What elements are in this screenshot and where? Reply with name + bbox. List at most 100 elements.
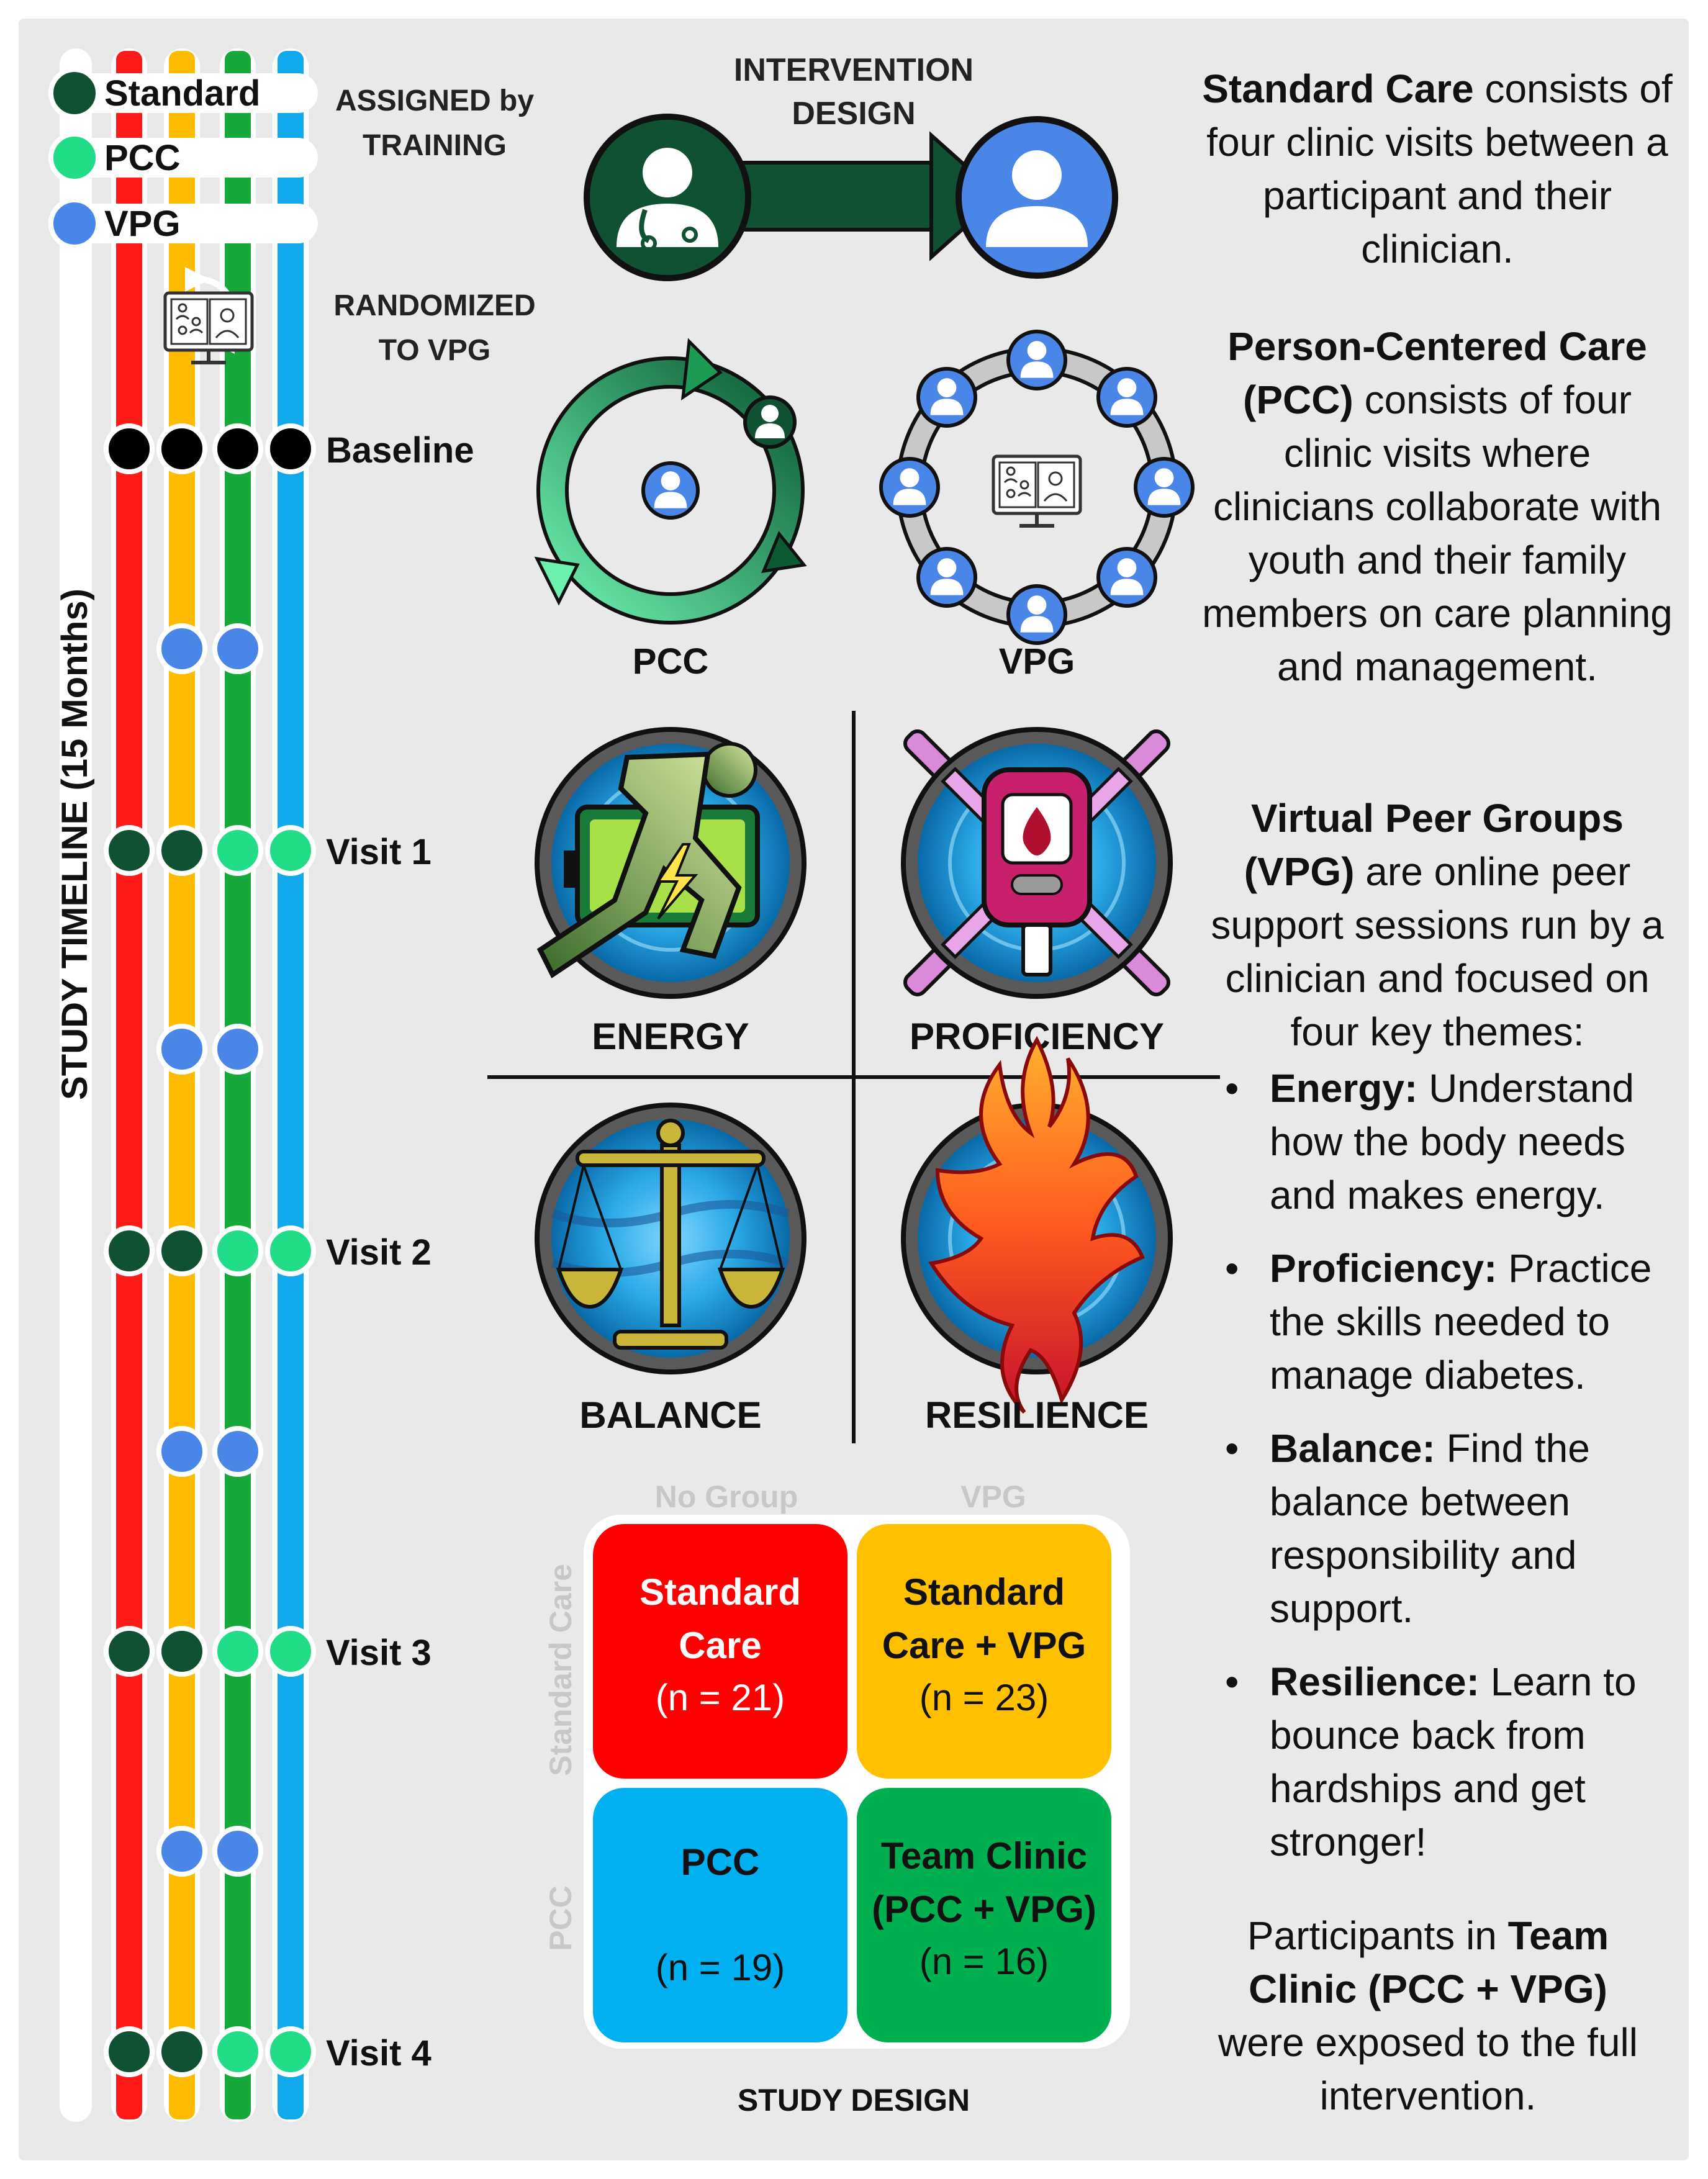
vpg-peer-icon	[1096, 367, 1157, 428]
legend-pill-pcc	[51, 138, 318, 178]
vpg-peer-icon	[916, 367, 977, 428]
timeline-dots	[104, 423, 316, 2077]
pcc-clinician-icon	[743, 395, 797, 449]
vpg-peer-icon	[916, 547, 977, 608]
desc-closing-post: were exposed to the full intervention.	[1218, 2020, 1638, 2118]
grid-row-label-standard-care: Standard Care	[543, 1564, 578, 1776]
desc-vpg: Virtual Peer Groups (VPG) are online pee…	[1198, 792, 1676, 1058]
theme-label-resilience: RESILIENCE	[925, 1394, 1149, 1436]
visit-dot-standard	[104, 2026, 155, 2077]
timeline-axis-bar	[60, 48, 92, 2122]
baseline-dot	[104, 423, 155, 474]
vpg-ring-diagram	[879, 330, 1195, 645]
vpg-session-dot	[156, 1426, 207, 1477]
vpg-session-dot	[156, 1826, 207, 1877]
visit-dot-pcc	[265, 2026, 316, 2077]
grid-cell-name: Team Clinic(PCC + VPG)	[872, 1835, 1096, 1930]
desc-closing: Participants in Team Clinic (PCC + VPG) …	[1211, 1909, 1645, 2123]
visit-dot-pcc	[265, 825, 316, 876]
bullet-resilience-text: Learn to bounce back from hardships and …	[1270, 1659, 1637, 1864]
bullet-resilience-bold: Resilience:	[1270, 1659, 1480, 1704]
grid-cell-n: (n = 23)	[920, 1677, 1049, 1718]
bullet-proficiency-bold: Proficiency:	[1270, 1246, 1498, 1291]
bullet-energy: •Energy: Understand how the body needs a…	[1214, 1062, 1686, 1222]
grid-cell-team-clinic: Team Clinic(PCC + VPG) (n = 16)	[857, 1788, 1111, 2042]
desc-standard-care: Standard Care consists of four clinic vi…	[1198, 62, 1676, 276]
bullet-dot: •	[1225, 1659, 1239, 1704]
vpg-peer-icon	[1006, 584, 1067, 645]
grid-cell-n: (n = 21)	[656, 1677, 785, 1718]
grid-cell-n: (n = 16)	[920, 1941, 1049, 1982]
legend-dot-vpg	[48, 197, 101, 250]
baseline-dot	[156, 423, 207, 474]
vpg-session-dot	[156, 623, 207, 674]
visit-dot-standard	[156, 2026, 207, 2077]
legend-label-pcc: PCC	[104, 138, 180, 178]
visit-dot-standard	[104, 825, 155, 876]
vpg-peer-icon	[879, 457, 940, 518]
desc-vpg-text: are online peer support sessions run by …	[1211, 849, 1664, 1054]
timeline-axis-label: STUDY TIMELINE (15 Months)	[55, 589, 95, 1100]
grid-col-label-no-group: No Group	[655, 1479, 798, 1514]
legend-pill-standard	[51, 73, 318, 113]
timeline-track-2	[169, 51, 195, 2119]
milestone-label: Visit 1	[326, 832, 432, 872]
bullet-dot: •	[1225, 1426, 1239, 1471]
proficiency-badge-icon	[901, 727, 1173, 999]
bullet-proficiency: • Proficiency: Practice the skills needed…	[1214, 1242, 1686, 1402]
vpg-peer-icon	[1134, 457, 1195, 518]
milestone-label: Visit 2	[326, 1232, 432, 1273]
baseline-dot	[212, 423, 263, 474]
desc-standard-text: consists of four clinic visits between a…	[1206, 66, 1673, 271]
vpg-session-dot	[212, 1024, 263, 1075]
visit-dot-pcc	[212, 825, 263, 876]
visit-dot-standard	[156, 825, 207, 876]
legend-pill-vpg	[51, 204, 318, 243]
visit-dot-pcc	[212, 2026, 263, 2077]
pcc-participant-icon	[641, 461, 700, 520]
legend-dot-pcc	[48, 132, 101, 184]
timeline-track-1	[116, 51, 142, 2119]
grid-col-label-vpg: VPG	[960, 1479, 1026, 1514]
pcc-cycle-diagram	[534, 338, 807, 625]
balance-badge-icon	[535, 1103, 807, 1374]
milestone-label: Baseline	[326, 430, 474, 471]
bullet-resilience: • Resilience: Learn to bounce back from h…	[1214, 1655, 1686, 1869]
bullet-dot: •	[1225, 1246, 1239, 1291]
visit-dot-pcc	[212, 1225, 263, 1276]
theme-bullet-list: • Energy: Understand how the body needs a…	[1214, 1062, 1686, 1888]
vpg-session-dot	[212, 623, 263, 674]
baseline-dot	[265, 423, 316, 474]
timeline-track-4	[278, 51, 304, 2119]
visit-dot-standard	[156, 1626, 207, 1677]
bullet-proficiency-text: Practice the skills needed to manage dia…	[1270, 1246, 1652, 1397]
vpg-diagram-label: VPG	[999, 641, 1075, 682]
participant-icon	[956, 116, 1118, 279]
legend-label-vpg: VPG	[104, 204, 181, 244]
resilience-badge-icon	[901, 1035, 1173, 1414]
desc-pcc: Person-Centered Care (PCC) consists of f…	[1198, 320, 1676, 693]
visit-dot-standard	[104, 1225, 155, 1276]
visit-dot-standard	[104, 1626, 155, 1677]
visit-dot-standard	[156, 1225, 207, 1276]
vpg-session-dot	[212, 1826, 263, 1877]
study-design-title: STUDY DESIGN	[738, 2083, 970, 2118]
desc-vpg-bold: Virtual Peer Groups (VPG)	[1244, 796, 1624, 894]
bullet-energy-text: Understand how the body needs and makes …	[1270, 1066, 1634, 1217]
desc-closing-bold: Team Clinic (PCC + VPG)	[1249, 1913, 1609, 2011]
grid-cell-name: PCC	[681, 1841, 760, 1883]
pcc-diagram-label: PCC	[633, 641, 708, 682]
legend-dot-standard	[48, 67, 101, 119]
bullet-energy-bold: Energy:	[1270, 1066, 1418, 1111]
theme-label-energy: ENERGY	[592, 1016, 749, 1057]
desc-standard-bold: Standard Care	[1202, 66, 1474, 111]
